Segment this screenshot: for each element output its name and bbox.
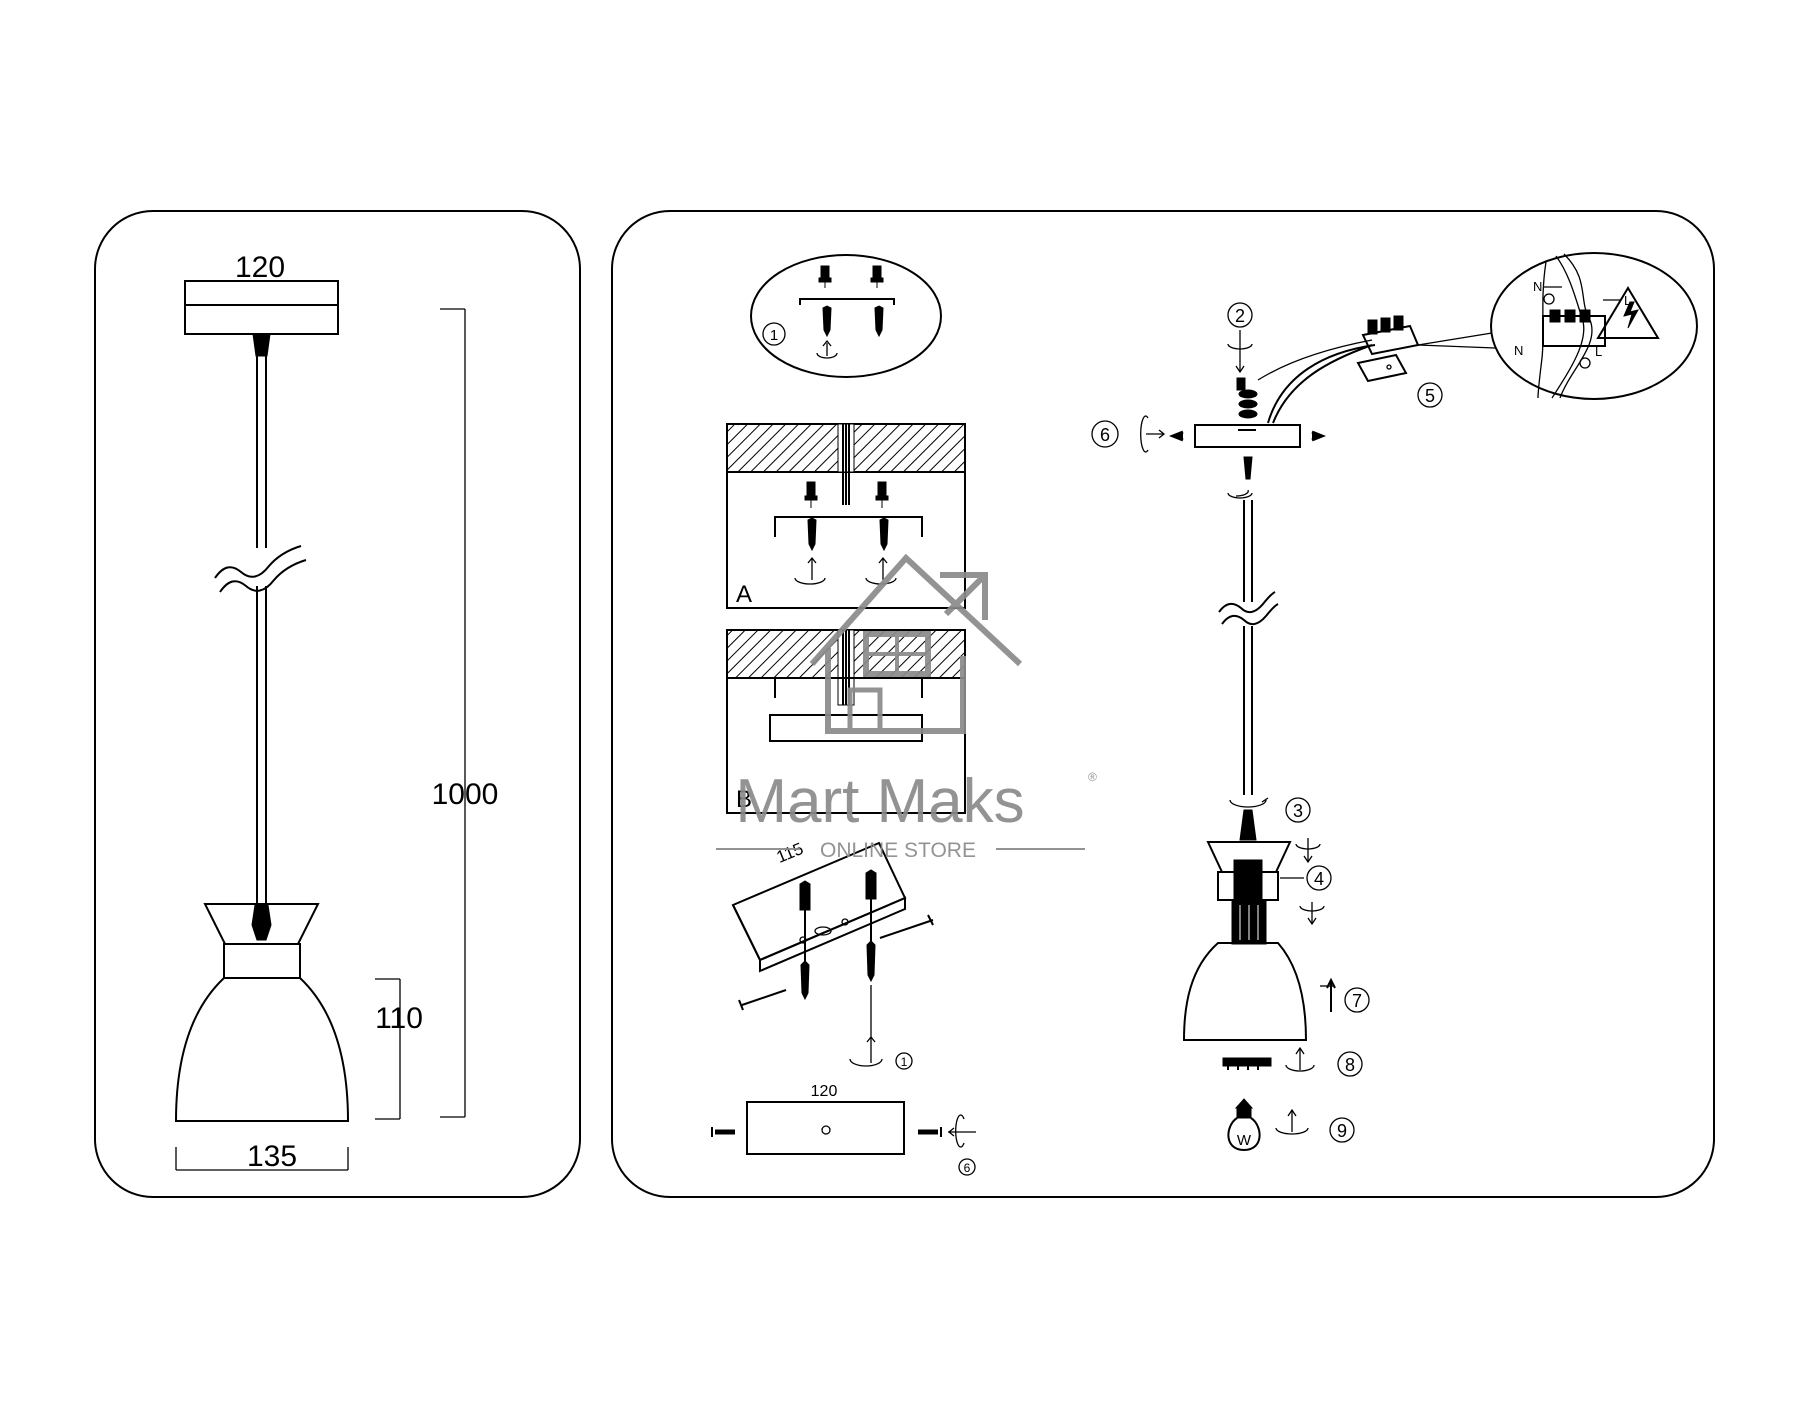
shade-height-label: 110 [375,1002,423,1035]
step-1-callout: 1 [750,254,942,378]
brand-tagline: ONLINE STORE [820,839,976,862]
installation-panel: 1 A [611,210,1715,1198]
base-width-label: 120 [811,1083,838,1100]
step-9-number: 9 [1337,1121,1347,1141]
brand-name: Mart Maks [735,767,1024,836]
supply-wires [1257,339,1376,424]
hazard-warning-icon [1596,286,1660,339]
house-logo-icon [809,553,1023,734]
option-a-label: A [736,581,752,608]
shade-width-dimension: 135 [175,1140,349,1173]
canopy [184,280,339,357]
wiring-callout: N L N L [1417,252,1698,400]
live-label-top: L [1624,293,1631,308]
step-7-number: 7 [1352,991,1362,1011]
suspension-cable [214,356,307,905]
bracket-length-label: 115 [774,839,806,867]
total-height-label: 1000 [432,778,499,811]
pendant-lamp [174,903,350,1122]
step-5-number: 5 [1425,386,1435,406]
dimension-panel: 120 1000 110 [94,210,581,1198]
mount-option-a: A [726,423,966,609]
neutral-label-top: N [1533,279,1542,294]
mounting-bracket: 115 1 [731,839,934,1070]
neutral-label-bottom: N [1514,343,1523,358]
canopy-plate: 6 [1091,415,1327,453]
canopy-width-label: 120 [235,251,285,284]
step-6-number: 6 [1100,425,1110,445]
total-height-dimension: 1000 [432,308,499,1118]
shade-height-dimension: 110 [375,978,423,1120]
registered-mark: ® [1088,770,1097,784]
step-1-small-number: 1 [901,1055,908,1069]
pendant-cable-assembly: 3 [1218,456,1311,823]
step-4-number: 4 [1314,869,1324,889]
step-8-number: 8 [1345,1055,1355,1075]
bulb-wattage-symbol: W [1237,1132,1252,1149]
shade-width-label: 135 [247,1140,297,1173]
step-1-number: 1 [770,327,778,344]
light-bulb: W 9 [1227,1098,1355,1152]
step-2-number: 2 [1235,306,1245,326]
live-label-bottom: L [1595,344,1602,359]
canopy-width-dimension: 120 [185,251,338,284]
terminal-block: 5 [1356,315,1443,408]
nut-washer-stack [1236,377,1258,419]
step-2: 2 [1227,302,1253,374]
option-b-label: B [736,786,752,813]
retaining-ring: 8 [1222,1046,1363,1077]
lamp-socket-assembly: 4 [1206,809,1332,945]
brand-watermark: Mart Maks ® ONLINE STORE [716,553,1097,862]
base-plate-front: 120 6 [711,1083,976,1176]
step-3-number: 3 [1293,801,1303,821]
shade: 7 [1182,942,1370,1041]
step-6-small-number: 6 [964,1161,971,1175]
